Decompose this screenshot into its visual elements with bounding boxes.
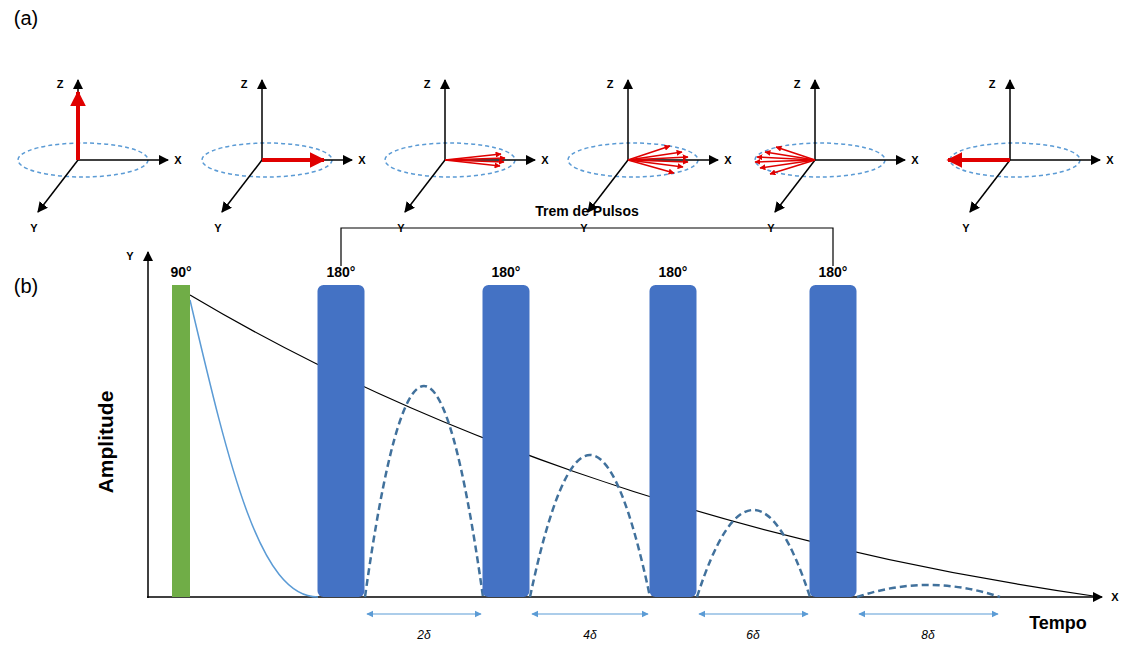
axis-label: Y <box>767 222 774 234</box>
axis-label: Y <box>30 222 37 234</box>
pulse: 180° <box>309 262 373 597</box>
axis-label: Y <box>962 222 969 234</box>
pulse: 90° <box>149 262 213 597</box>
axis-label: X <box>358 154 365 166</box>
axis-label: Y <box>397 222 404 234</box>
rotating-frame <box>18 80 168 212</box>
axis-label: Z <box>424 78 431 90</box>
pulse-bar <box>810 285 857 597</box>
pulse-angle: 180° <box>309 262 373 282</box>
axis-label: Y <box>126 250 133 262</box>
axis-label: X <box>724 154 731 166</box>
cpmg-plot <box>147 228 1102 614</box>
axis-label: X <box>1111 591 1118 603</box>
interval-label: 8δ <box>921 629 934 642</box>
axis-label: X <box>911 154 918 166</box>
rotating-frame <box>385 80 535 212</box>
rotating-frame <box>202 80 352 212</box>
pulse-angle: 180° <box>801 262 865 282</box>
pulse: 180° <box>641 262 705 597</box>
pulse-angle: 90° <box>149 262 213 282</box>
panel-label: (a) <box>14 7 38 29</box>
axis-label: Y <box>580 222 587 234</box>
interval-label: 2δ <box>417 629 430 642</box>
pulse-angle: 180° <box>474 262 538 282</box>
rotating-frame <box>755 80 905 212</box>
axis-label: X <box>541 154 548 166</box>
fid-curve <box>190 300 318 597</box>
axis-label: Y <box>214 222 221 234</box>
pulse-bar <box>650 285 697 597</box>
axis-label: Z <box>241 78 248 90</box>
pulse-bar <box>483 285 530 597</box>
axis-label: Z <box>607 78 614 90</box>
axis-label: X <box>174 154 181 166</box>
interval-arrows <box>367 613 998 614</box>
axis-title: Tempo <box>1029 614 1087 634</box>
axis-label: Z <box>57 78 64 90</box>
interval-label: 6δ <box>746 629 759 642</box>
rotating-frame <box>948 80 1100 212</box>
axis-label: X <box>1106 154 1113 166</box>
bracket-label: Trem de Pulsos <box>535 204 638 219</box>
axis-label: Z <box>989 78 996 90</box>
pulse: 180° <box>801 262 865 597</box>
pulse-angle: 180° <box>641 262 705 282</box>
pulse-bar <box>318 285 365 597</box>
axis-label: Z <box>794 78 801 90</box>
interval-label: 4δ <box>583 629 596 642</box>
pulse-bar <box>172 285 190 597</box>
pulse: 180° <box>474 262 538 597</box>
panel-label: (b) <box>14 275 38 297</box>
rotating-frame <box>568 80 718 212</box>
axis-title: Amplitude <box>94 391 117 494</box>
